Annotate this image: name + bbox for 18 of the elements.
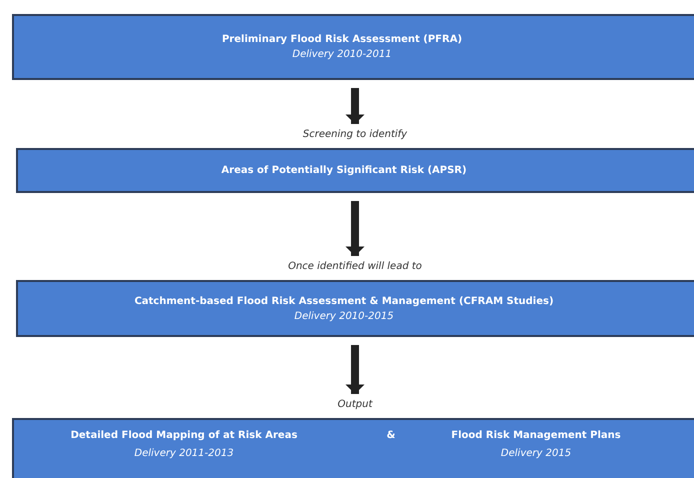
box-title: Catchment-based Flood Risk Assessment & Management (CFRAM Studies) xyxy=(134,294,554,308)
delivery-date: Delivery 2011-2013 xyxy=(133,447,235,461)
box-title: Flood Risk Management Plans xyxy=(450,429,622,443)
arrow xyxy=(345,88,365,124)
delivery-date: Delivery 2015 xyxy=(500,447,572,461)
box-title: Preliminary Flood Risk Assessment (PFRA) xyxy=(222,33,462,47)
arrow xyxy=(345,345,365,394)
process-box xyxy=(16,280,694,337)
edge-label: Screening to identify xyxy=(300,129,410,140)
process-box xyxy=(12,418,694,478)
box-title: Areas of Potentially Significant Risk (APSR) xyxy=(221,164,467,178)
box-title: Detailed Flood Mapping of at Risk Areas xyxy=(70,429,298,443)
process-box xyxy=(12,14,694,80)
delivery-date: Delivery 2010-2011 xyxy=(292,48,392,62)
process-box xyxy=(16,148,694,193)
box-title: & xyxy=(386,429,396,443)
delivery-date: Delivery 2010-2015 xyxy=(294,310,394,324)
arrow xyxy=(345,201,365,256)
